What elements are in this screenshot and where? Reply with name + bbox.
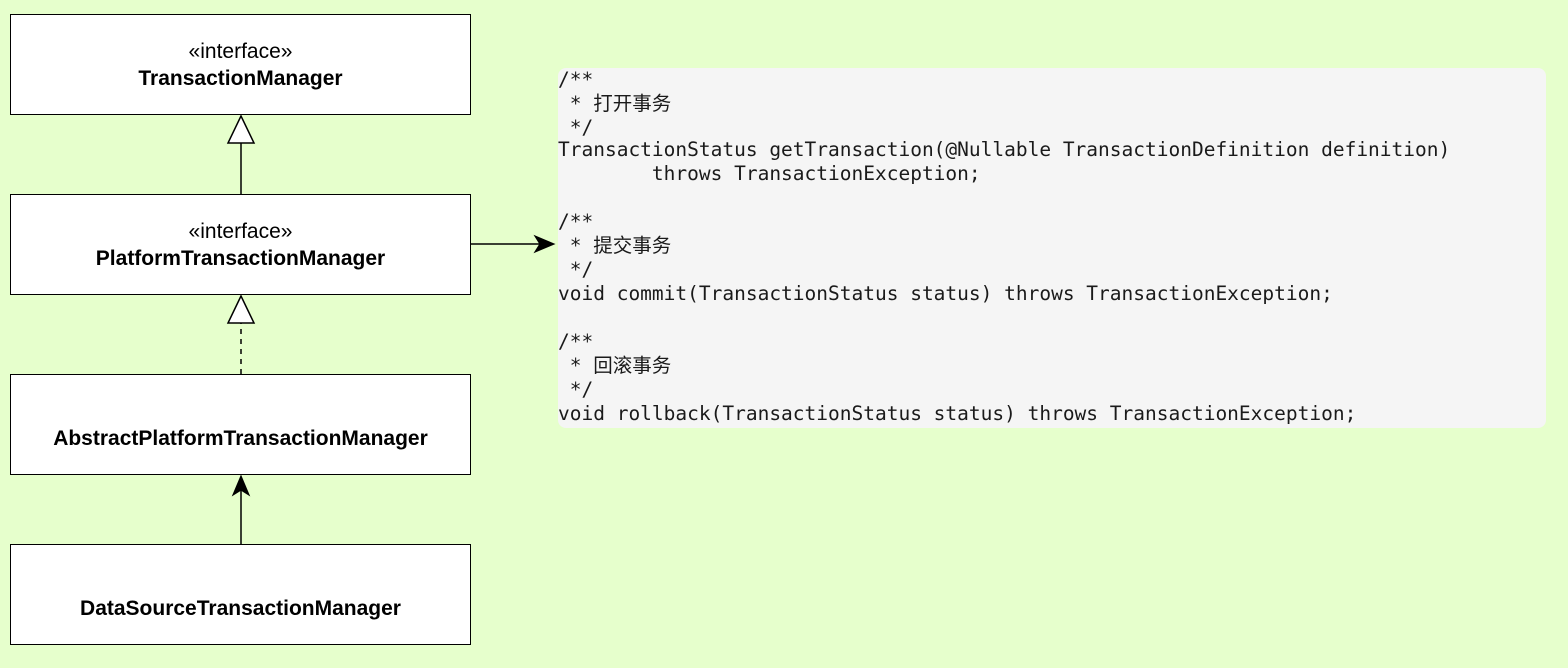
code-line: * 提交事务: [558, 234, 672, 257]
code-line: throws TransactionException;: [558, 162, 981, 185]
class-transaction-manager[interactable]: «interface» TransactionManager: [10, 14, 471, 115]
code-line: /**: [558, 68, 594, 91]
generalization-arrowhead: [226, 114, 256, 144]
stereotype-label: «interface»: [188, 39, 293, 63]
code-line: /**: [558, 210, 594, 233]
code-note: /** * 打开事务 */ TransactionStatus getTrans…: [558, 68, 1546, 428]
stereotype-label: «interface»: [188, 219, 293, 243]
code-line: void rollback(TransactionStatus status) …: [558, 402, 1357, 425]
code-line: * 回滚事务: [558, 354, 672, 377]
note-link-arrowhead: [533, 234, 556, 254]
realization-arrowhead: [226, 294, 256, 324]
class-abstract-platform-transaction-manager[interactable]: AbstractPlatformTransactionManager: [10, 374, 471, 475]
code-line: */: [558, 116, 594, 139]
code-line: */: [558, 258, 594, 281]
class-datasource-transaction-manager[interactable]: DataSourceTransactionManager: [10, 544, 471, 645]
class-name: TransactionManager: [138, 66, 343, 90]
class-name: PlatformTransactionManager: [95, 246, 386, 270]
class-name: DataSourceTransactionManager: [80, 597, 401, 620]
association-arrowhead: [231, 474, 251, 497]
code-line: TransactionStatus getTransaction(@Nullab…: [558, 138, 1451, 161]
code-line: void commit(TransactionStatus status) th…: [558, 282, 1333, 305]
code-line: /**: [558, 330, 594, 353]
class-name: AbstractPlatformTransactionManager: [53, 427, 428, 450]
code-line: */: [558, 378, 594, 401]
class-platform-transaction-manager[interactable]: «interface» PlatformTransactionManager: [10, 194, 471, 295]
code-line: * 打开事务: [558, 92, 672, 115]
